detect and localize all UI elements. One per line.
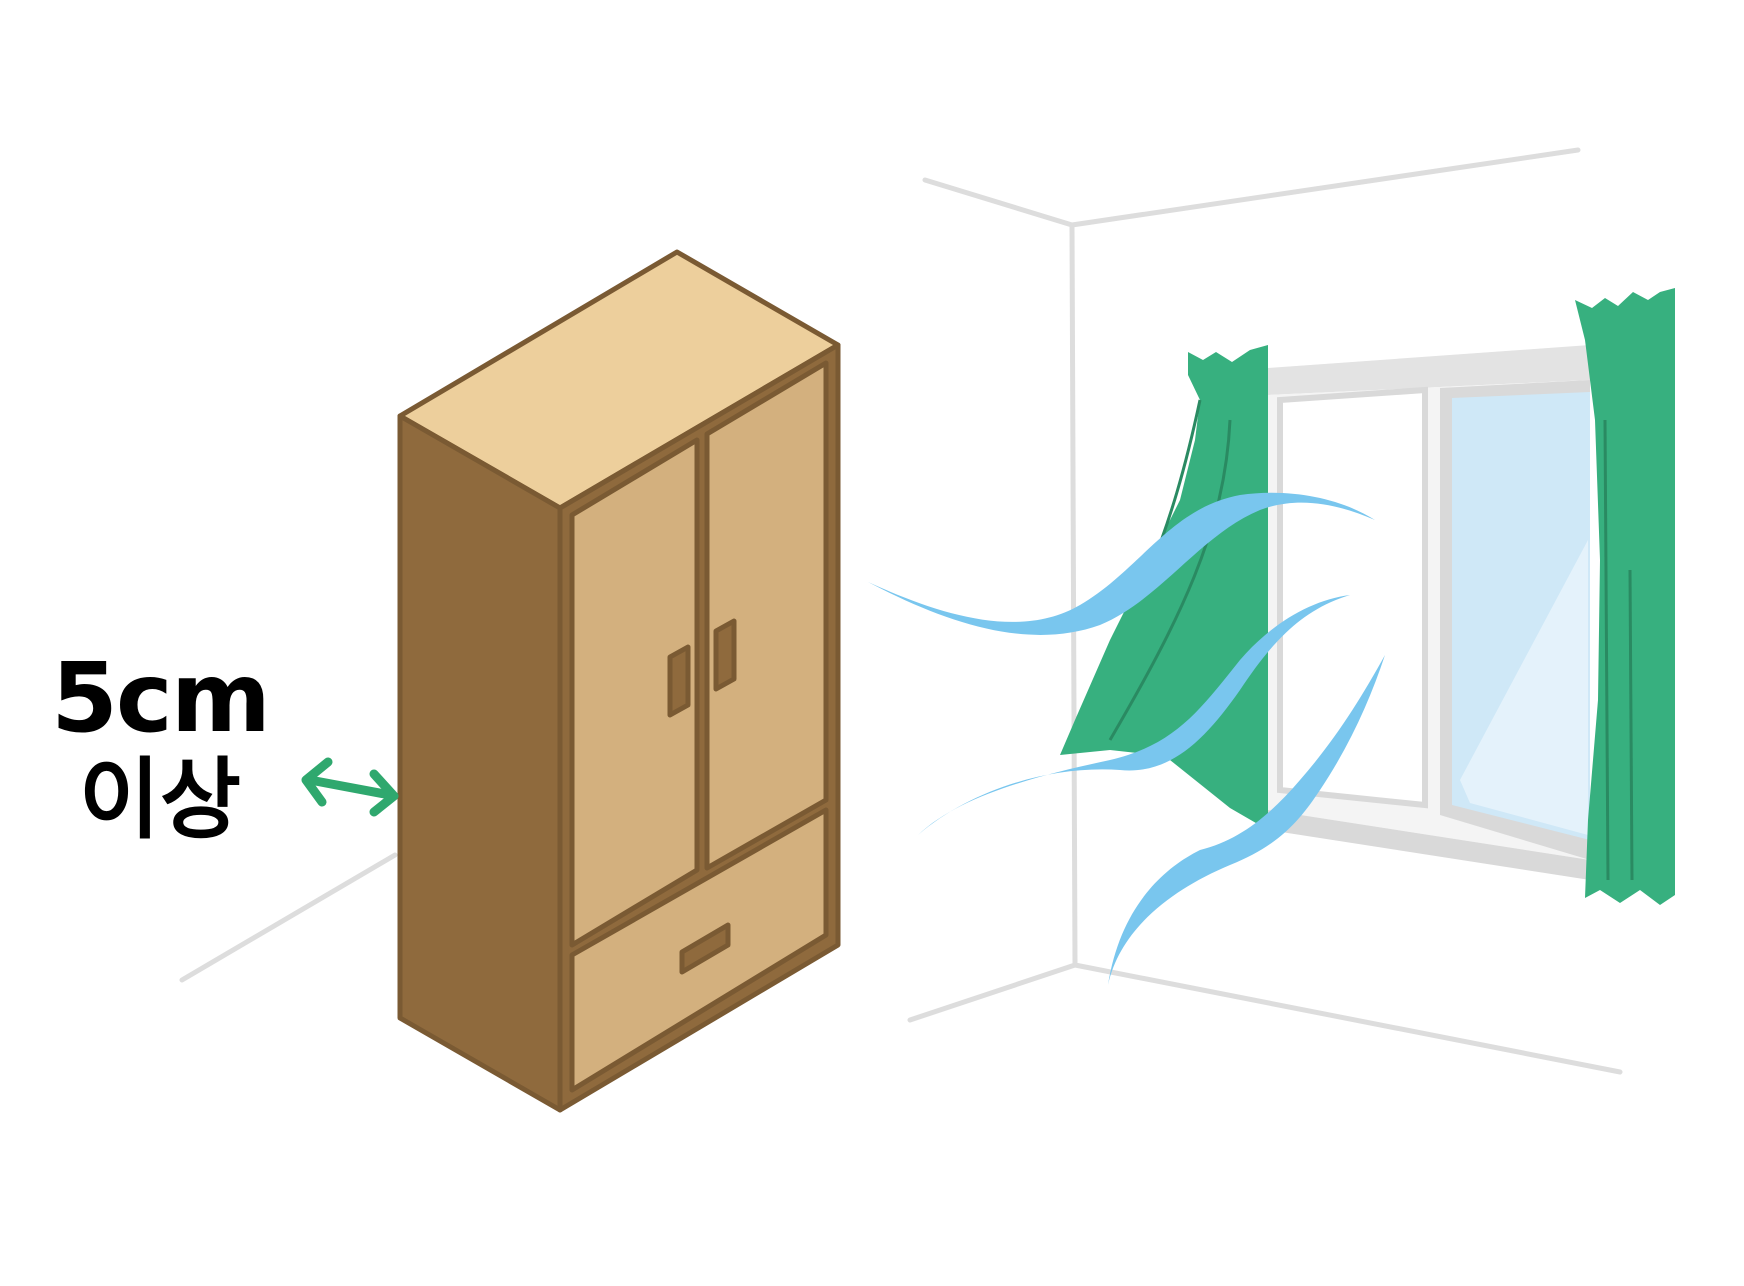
clearance-distance: 5cm — [51, 642, 271, 754]
room-lines — [179, 147, 1623, 1075]
clearance-suffix: 이상 — [79, 748, 241, 851]
wardrobe-icon — [397, 249, 841, 1113]
double-arrow-icon — [301, 757, 399, 817]
window-icon — [1268, 345, 1590, 880]
curtain-icon — [1575, 288, 1675, 905]
clearance-label: 5cm 이상 — [40, 650, 280, 844]
wind-icon — [868, 492, 1385, 985]
